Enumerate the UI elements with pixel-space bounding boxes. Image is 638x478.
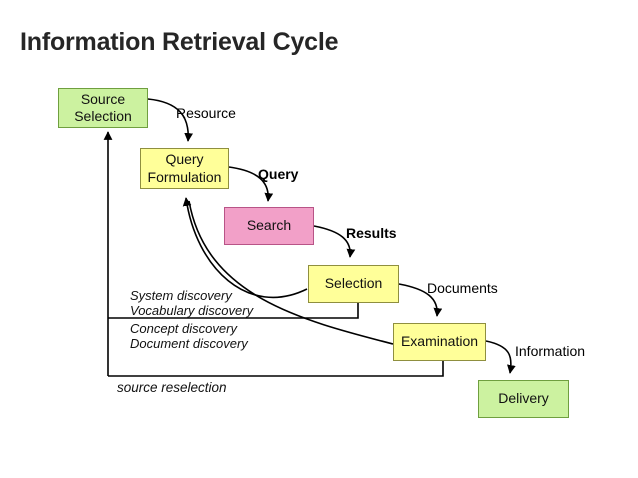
annotation-concept-discovery: Concept discovery: [130, 321, 237, 336]
edge-label-documents: Documents: [427, 280, 498, 296]
node-delivery: Delivery: [478, 380, 569, 418]
arrow-resource: [147, 98, 194, 142]
edge-label-query: Query: [258, 166, 299, 182]
node-delivery-label: Delivery: [498, 390, 549, 407]
feedback-selection-elbow: [108, 303, 359, 319]
arrow-documents: [398, 283, 443, 317]
annotation-source-reselection: source reselection: [117, 380, 227, 395]
page-title: Information Retrieval Cycle: [20, 28, 339, 56]
node-source-selection-label: Source Selection: [74, 90, 132, 125]
node-selection-label: Selection: [324, 275, 383, 292]
arrow-results: [313, 225, 356, 258]
feedback-selection-to-query: [182, 197, 308, 299]
annotation-document-discovery: Document discovery: [130, 336, 248, 351]
edge-label-information: Information: [515, 343, 586, 359]
node-query-formulation: Query Formulation: [140, 148, 229, 189]
feedback-examination-to-query: [188, 200, 394, 345]
annotation-system-discovery: System discovery: [130, 288, 232, 303]
node-query-formulation-label: Query Formulation: [147, 151, 222, 185]
node-source-selection: Source Selection: [58, 88, 148, 128]
annotation-vocabulary-discovery: Vocabulary discovery: [130, 303, 254, 318]
node-search-label: Search: [246, 217, 292, 234]
arrow-query: [228, 166, 274, 202]
node-selection: Selection: [308, 265, 399, 303]
edge-label-resource: Resource: [176, 105, 236, 121]
feedback-examination-elbow: [108, 361, 444, 377]
arrow-information: [485, 340, 516, 374]
node-examination: Examination: [393, 323, 486, 361]
node-examination-label: Examination: [400, 333, 479, 350]
node-search: Search: [224, 207, 314, 245]
edge-label-results: Results: [346, 225, 397, 241]
